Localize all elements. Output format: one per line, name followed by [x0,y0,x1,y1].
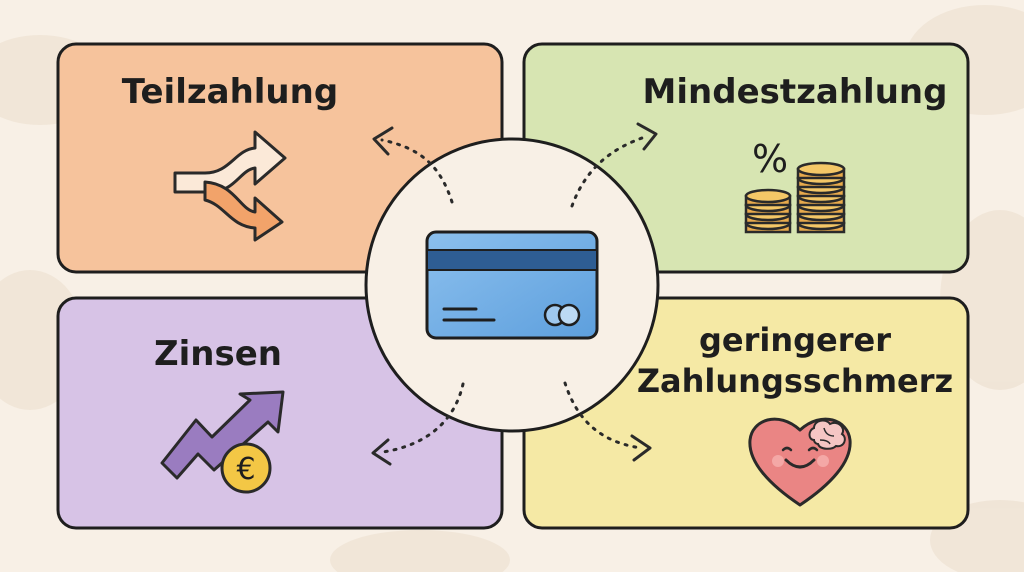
coin-top [744,188,792,204]
card-logo-right [557,303,581,327]
card-magnetic-stripe [428,250,596,270]
rising-arrow-euro-icon: € [160,390,285,494]
arrowhead-teilzahlung [372,126,394,156]
coin-top [796,161,846,177]
euro-coin [220,442,272,494]
arrowhead-zahlungsschmerz [630,434,652,462]
percent-coins-icon: % [744,137,846,234]
arrowhead-zinsen [371,438,392,466]
arrow-to-zahlungsschmerz [563,381,643,450]
label-geringerer: geringerer [699,321,891,359]
coin-stack-right [796,161,846,234]
arrow-to-mindestzahlung [570,134,650,208]
arrowhead-mindestzahlung [636,122,658,151]
arrowheads [371,122,658,466]
coin-stack-left [744,188,792,234]
label-zahlungsschmerz: Zahlungsschmerz [637,362,953,400]
label-zinsen: Zinsen [154,334,282,374]
smiling-heart-brain-icon [748,417,852,507]
credit-card-icon [425,230,599,340]
connector-arrows [380,134,650,454]
percent-symbol: % [752,137,788,181]
split-arrows-icon [173,130,287,242]
arrow-to-teilzahlung [380,138,454,204]
arrow-to-zinsen [381,382,465,454]
label-mindestzahlung: Mindestzahlung [643,72,948,112]
euro-symbol: € [236,452,255,487]
label-teilzahlung: Teilzahlung [122,72,338,112]
